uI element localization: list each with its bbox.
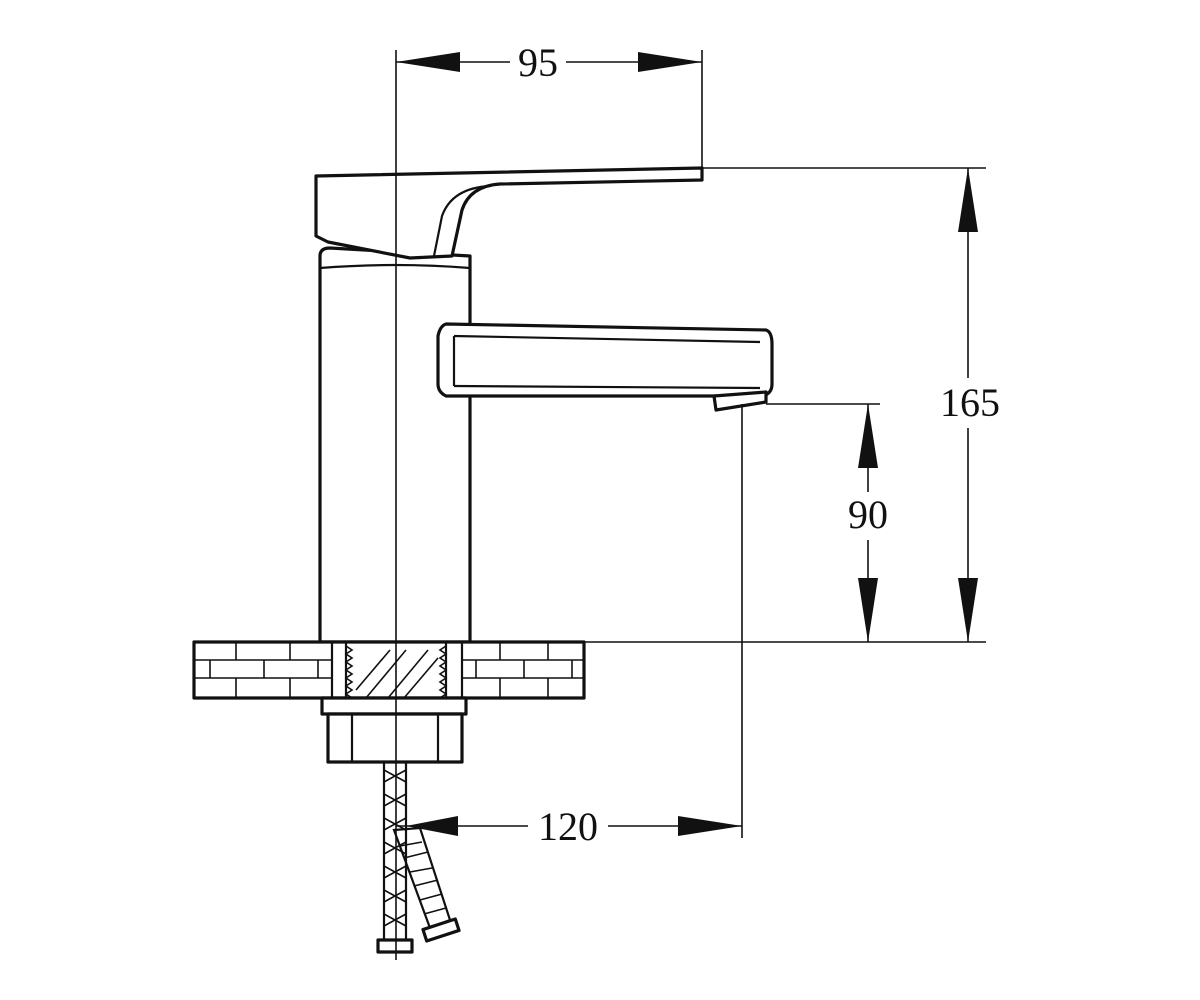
faucet-body <box>318 246 472 644</box>
spout <box>436 322 774 412</box>
dimension-handle-reach: 95 <box>396 40 703 168</box>
dimension-spout-height: 90 <box>766 403 888 642</box>
handle-lever <box>314 166 704 260</box>
dimension-total-height: 165 <box>470 167 1000 643</box>
mounting-nut <box>320 696 468 764</box>
dimension-spout-reach: 120 <box>396 404 743 849</box>
label-total-height: 165 <box>940 380 1000 425</box>
label-spout-height: 90 <box>848 492 888 537</box>
label-handle-reach: 95 <box>518 40 558 85</box>
label-spout-reach: 120 <box>538 804 598 849</box>
flexible-hoses <box>376 760 461 954</box>
